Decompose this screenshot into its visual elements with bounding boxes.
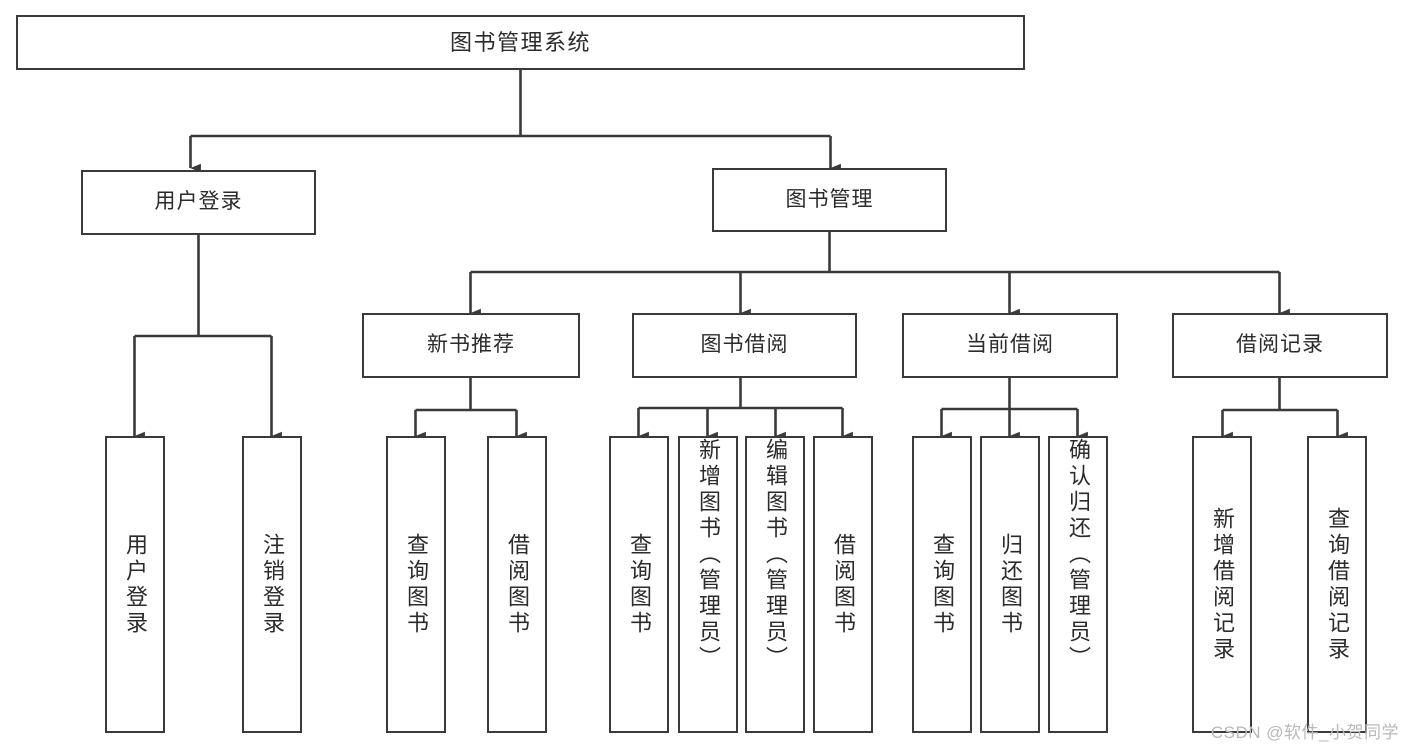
node-leaf-edit-book-label: 编辑图书（管理员） <box>763 438 788 672</box>
node-leaf-return-book-label: 归还图书 <box>998 532 1023 637</box>
node-new-book-rec[interactable]: 新书推荐 <box>362 313 580 378</box>
node-leaf-query-book-2-label: 查询图书 <box>627 532 652 637</box>
node-leaf-query-record[interactable]: 查询借阅记录 <box>1307 436 1367 733</box>
node-leaf-edit-book[interactable]: 编辑图书（管理员） <box>745 436 805 733</box>
node-leaf-add-record[interactable]: 新增借阅记录 <box>1192 436 1252 733</box>
node-leaf-query-book-3[interactable]: 查询图书 <box>912 436 972 733</box>
node-leaf-query-book-1-label: 查询图书 <box>404 532 429 637</box>
node-borrow-record-label: 借阅记录 <box>1236 333 1324 357</box>
node-borrow-record[interactable]: 借阅记录 <box>1172 313 1388 378</box>
node-leaf-query-book-3-label: 查询图书 <box>930 532 955 637</box>
node-leaf-borrow-book-1-label: 借阅图书 <box>505 532 530 637</box>
node-leaf-query-book-2[interactable]: 查询图书 <box>609 436 669 733</box>
node-leaf-confirm-return-label: 确认归还（管理员） <box>1066 438 1091 672</box>
node-leaf-add-book[interactable]: 新增图书（管理员） <box>678 436 738 733</box>
node-leaf-query-record-label: 查询借阅记录 <box>1325 506 1350 663</box>
node-current-borrow[interactable]: 当前借阅 <box>902 313 1118 378</box>
node-leaf-query-book-1[interactable]: 查询图书 <box>386 436 446 733</box>
node-leaf-add-record-label: 新增借阅记录 <box>1210 506 1235 663</box>
node-leaf-confirm-return[interactable]: 确认归还（管理员） <box>1048 436 1108 733</box>
watermark: CSDN @软件_小贺同学 <box>1210 723 1399 742</box>
node-root-label: 图书管理系统 <box>449 29 591 55</box>
node-book-borrow-label: 图书借阅 <box>700 333 789 357</box>
node-user-login-label: 用户登录 <box>154 190 243 214</box>
node-leaf-add-book-label: 新增图书（管理员） <box>696 438 721 672</box>
node-leaf-borrow-book-1[interactable]: 借阅图书 <box>487 436 547 733</box>
node-leaf-logout-login-label: 注销登录 <box>260 532 285 637</box>
node-leaf-user-login[interactable]: 用户登录 <box>105 436 165 733</box>
node-leaf-borrow-book-2[interactable]: 借阅图书 <box>813 436 873 733</box>
node-leaf-logout-login[interactable]: 注销登录 <box>242 436 302 733</box>
node-book-manage[interactable]: 图书管理 <box>712 168 947 232</box>
node-leaf-user-login-label: 用户登录 <box>123 532 148 637</box>
node-leaf-return-book[interactable]: 归还图书 <box>980 436 1040 733</box>
node-root[interactable]: 图书管理系统 <box>16 15 1025 70</box>
node-user-login[interactable]: 用户登录 <box>81 170 316 235</box>
node-book-borrow[interactable]: 图书借阅 <box>632 313 857 378</box>
node-leaf-borrow-book-2-label: 借阅图书 <box>831 532 856 637</box>
node-new-book-rec-label: 新书推荐 <box>427 333 515 357</box>
node-book-manage-label: 图书管理 <box>785 187 874 211</box>
node-current-borrow-label: 当前借阅 <box>966 333 1054 357</box>
